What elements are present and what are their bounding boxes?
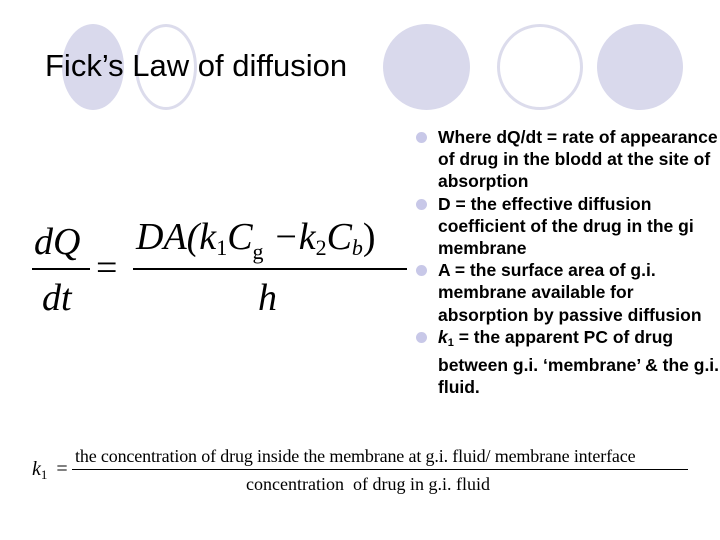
lhs-numerator: dQ — [34, 221, 81, 263]
lhs-denominator: dt — [42, 277, 72, 319]
decorative-circle-5 — [597, 24, 683, 110]
k1-denominator: concentration of drug in g.i. fluid — [246, 474, 490, 494]
equals-sign: = — [56, 458, 68, 480]
k-subscript: 1 — [40, 467, 48, 482]
cg-symbol: C — [227, 216, 253, 258]
list-item: Where dQ/dt = rate of appearance of drug… — [412, 126, 720, 193]
decorative-circle-4 — [497, 24, 583, 110]
list-item: A = the surface area of g.i. membrane av… — [412, 259, 720, 326]
cb-symbol: C — [326, 216, 352, 258]
decorative-circle-2 — [135, 24, 197, 110]
equals-sign: = — [96, 247, 118, 289]
k2-subscript: 2 — [315, 235, 327, 260]
bullet-icon — [416, 265, 427, 277]
bullet-icon — [416, 331, 427, 343]
cg-subscript: g — [252, 239, 264, 264]
rhs-fraction-bar — [133, 268, 407, 270]
rhs-numerator: DA(k1Cg −k2Cb) — [136, 215, 376, 265]
bullet-icon — [416, 132, 427, 143]
bullet-icon — [416, 198, 427, 210]
list-item: D = the effective diffusion coefficient … — [412, 193, 720, 260]
bullet-text: A = the surface area of g.i. membrane av… — [438, 260, 702, 325]
bullet-text: D = the effective diffusion coefficient … — [438, 193, 694, 259]
close-paren: ) — [362, 216, 376, 258]
minus-k2: −k — [263, 216, 316, 258]
k1-fraction-bar — [72, 469, 688, 470]
bullet-text: = the apparent PC of drug between g.i. ‘… — [438, 326, 720, 398]
k-subscript: 1 — [447, 336, 454, 349]
slide-title: Fick’s Law of diffusion — [45, 48, 348, 83]
bullet-text: Where dQ/dt = rate of appearance of drug… — [438, 127, 718, 192]
cb-subscript: b — [351, 235, 363, 260]
rhs-denominator: h — [258, 277, 277, 319]
decorative-circle-3 — [383, 24, 470, 110]
k1-subscript: 1 — [216, 235, 228, 260]
k-symbol: k — [32, 458, 41, 480]
k1-symbol: k1 = — [32, 458, 68, 483]
k-symbol: k — [438, 326, 448, 347]
decorative-circle-1 — [62, 24, 124, 110]
k1-numerator: the concentration of drug inside the mem… — [75, 446, 636, 466]
rhs-num-prefix: DA(k — [136, 216, 217, 258]
lhs-fraction-bar — [32, 268, 90, 270]
list-item: k1 = the apparent PC of drug between g.i… — [412, 326, 720, 399]
definitions-list: Where dQ/dt = rate of appearance of drug… — [412, 126, 720, 398]
